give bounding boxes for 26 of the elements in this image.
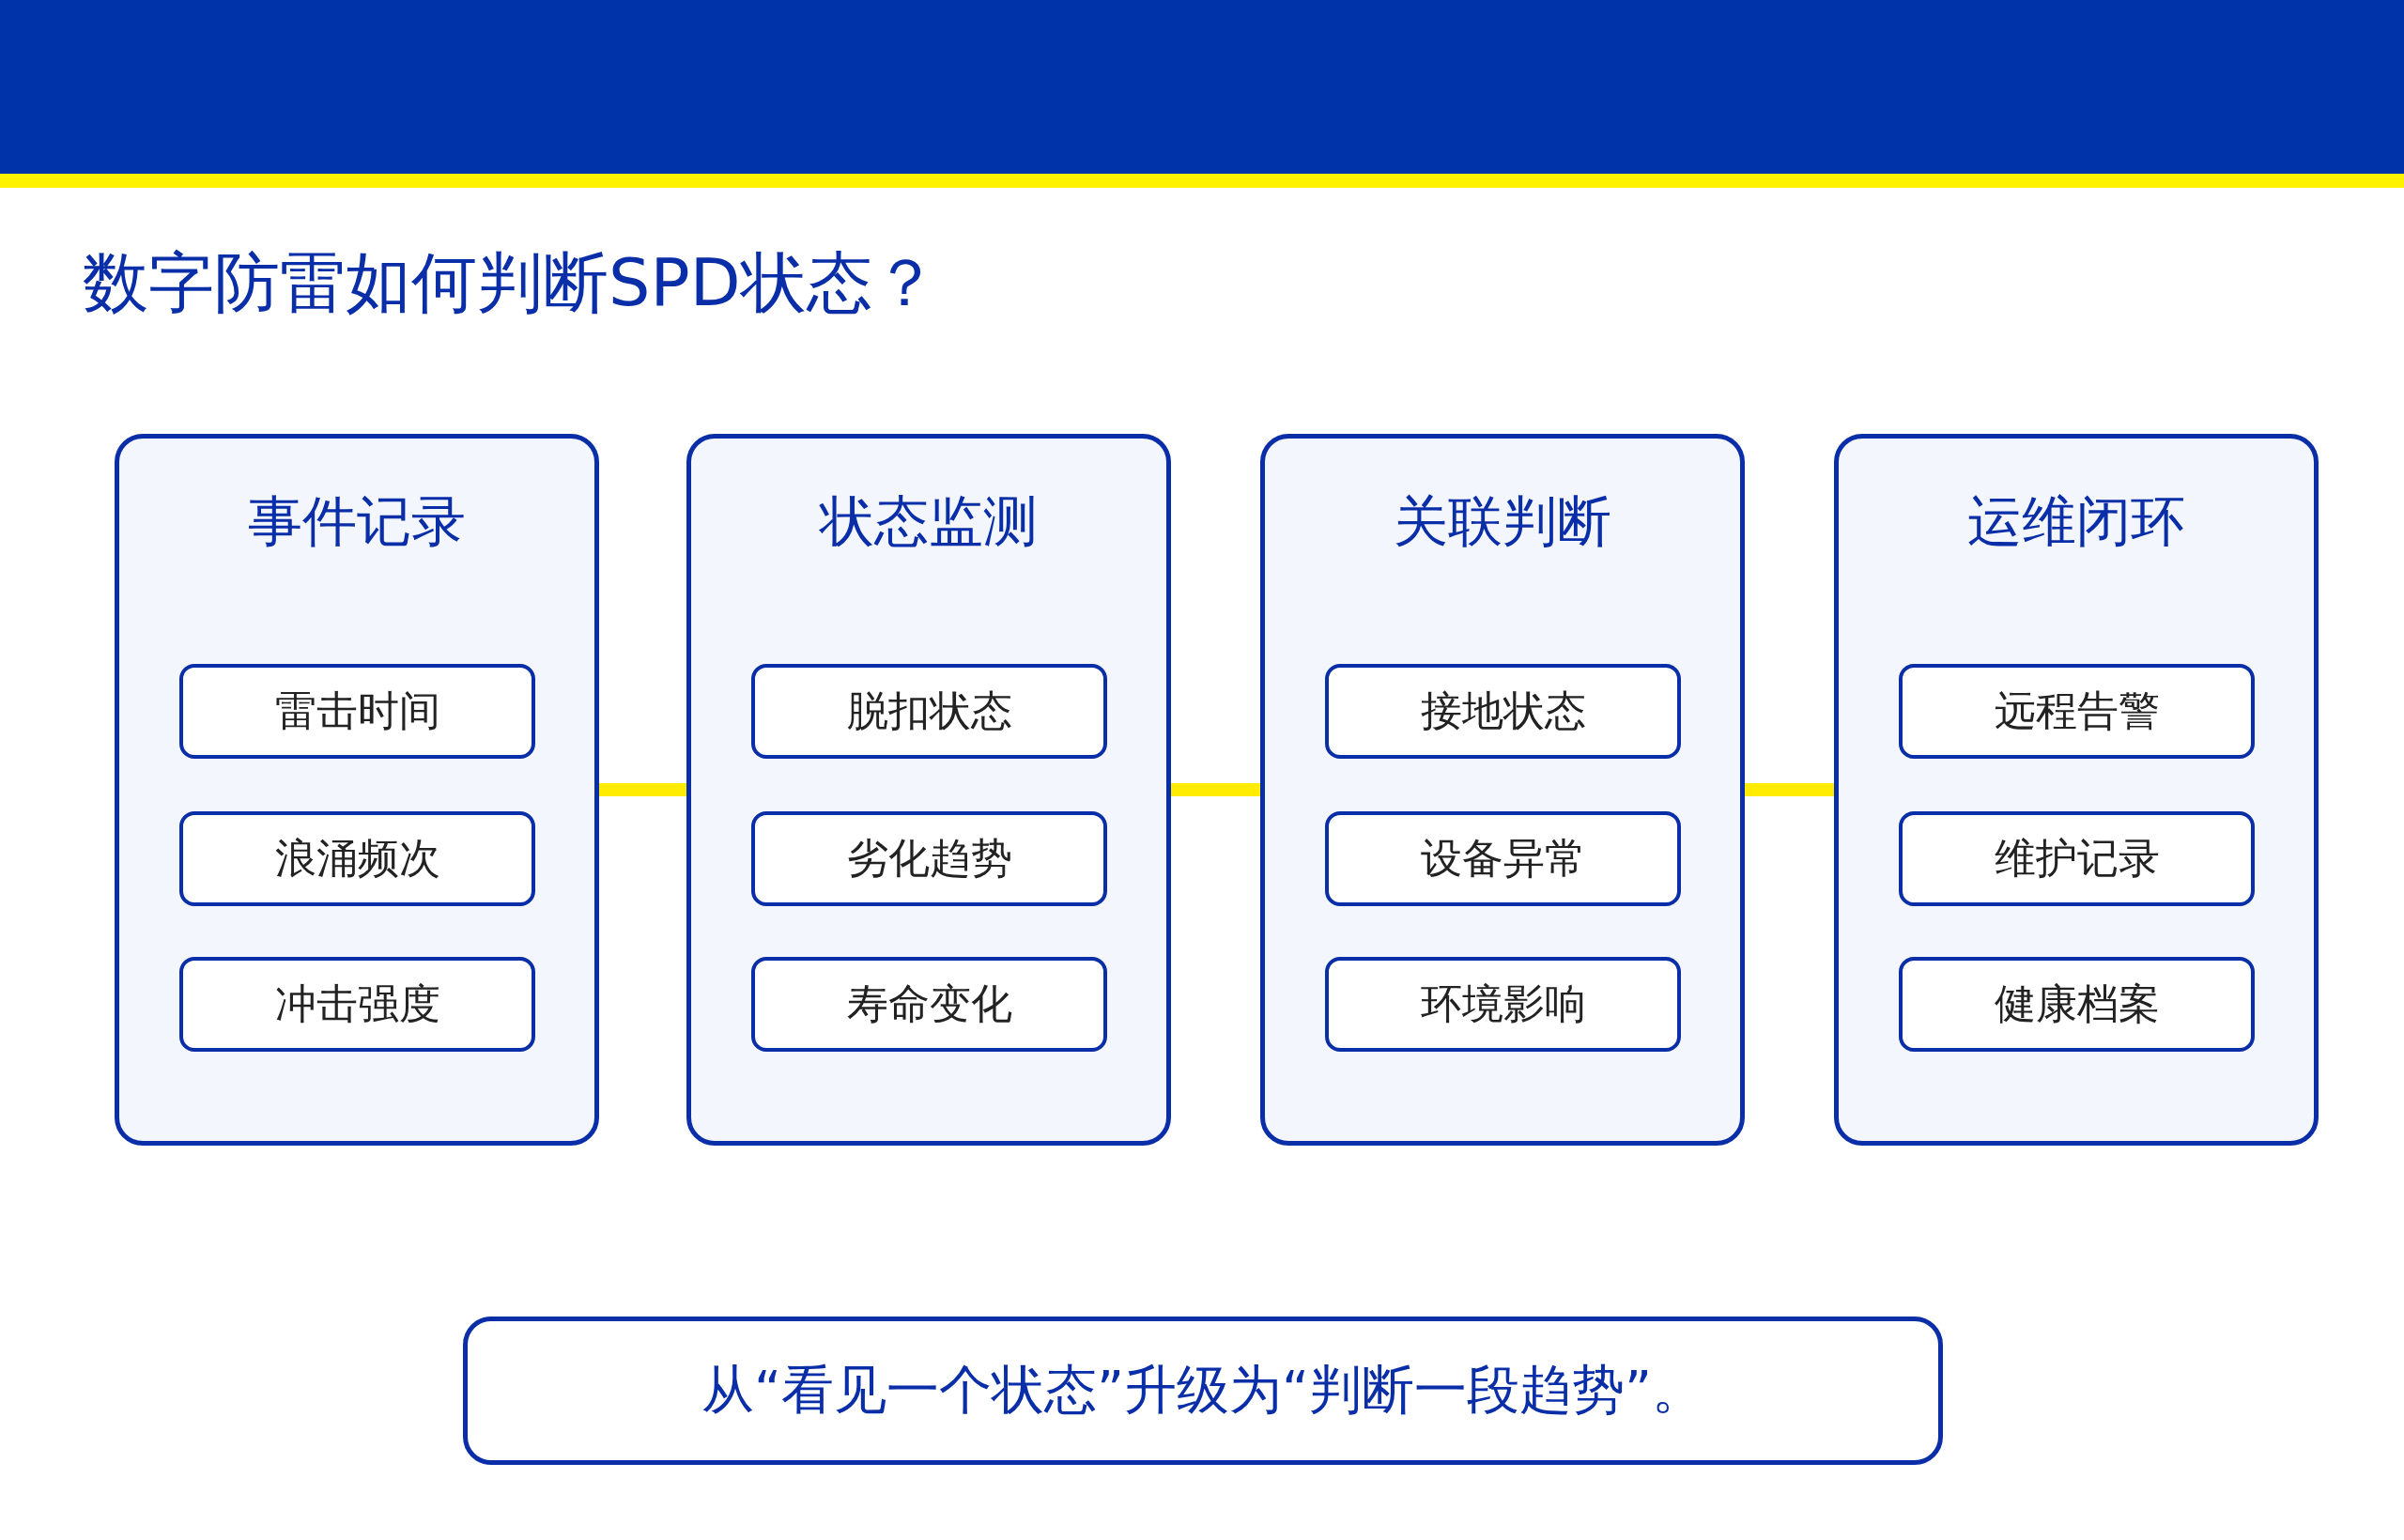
summary-box [463, 1317, 1943, 1465]
item-box: 环境影响 [1325, 957, 1681, 1052]
item-box: 维护记录 [1899, 811, 2255, 906]
item-box: 远程告警 [1899, 664, 2255, 759]
panel-card [686, 434, 1171, 1146]
panel-heading: 事件记录 [247, 488, 467, 555]
summary-text: 从“看见一个状态”升级为“判断一段趋势”。 [701, 1358, 1704, 1422]
connector-line [1171, 783, 1260, 796]
panel-heading: 状态监测 [818, 488, 1039, 555]
panel-heading: 关联判断 [1393, 488, 1612, 555]
panel-card [1260, 434, 1745, 1146]
item-box: 劣化趋势 [751, 811, 1107, 906]
item-box: 设备异常 [1325, 811, 1681, 906]
item-box: 健康档案 [1899, 957, 2255, 1052]
item-box: 冲击强度 [179, 957, 535, 1052]
item-box: 浪涌频次 [179, 811, 535, 906]
panel-card [115, 434, 599, 1146]
item-box: 寿命变化 [751, 957, 1107, 1052]
item-box: 脱扣状态 [751, 664, 1107, 759]
item-box: 雷击时间 [179, 664, 535, 759]
slide-title: 数字防雷如何判断SPD状态？ [83, 243, 938, 323]
item-box: 接地状态 [1325, 664, 1681, 759]
connector-line [1745, 783, 1834, 796]
connector-line [599, 783, 686, 796]
panel-card [1834, 434, 2319, 1146]
panel-heading: 运维闭环 [1966, 488, 2186, 555]
